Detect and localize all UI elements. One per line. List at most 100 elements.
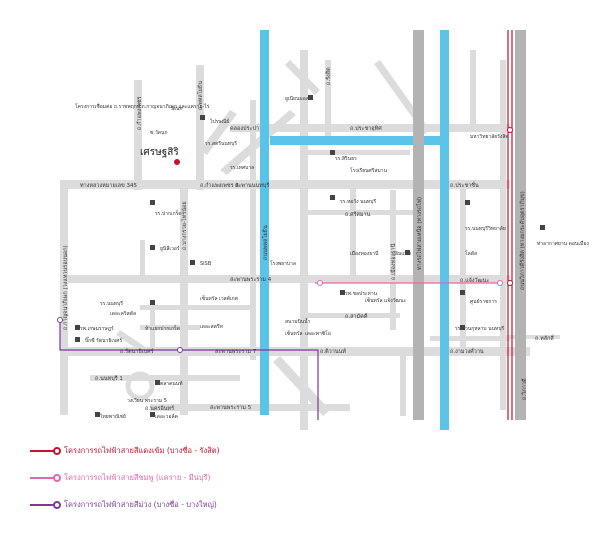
building-icon <box>460 290 465 295</box>
transit-lines <box>57 30 513 420</box>
building-icon <box>330 150 335 155</box>
school-marker <box>174 159 180 165</box>
building-icon <box>460 325 465 330</box>
legend-item-pink: โครงการรถไฟฟ้าสายสีชมพู (แคราย - มีนบุรี… <box>30 469 350 487</box>
place-p5: รร.เทศบาล <box>230 165 254 171</box>
place-p36: สนามบินน้ำ <box>285 316 311 325</box>
road-label-rama7: สะพานพระราม 7 <box>215 348 257 355</box>
place-p7: รร.ปากเกร็ด <box>155 209 182 217</box>
road-label-samakkhi: ถ.สามัคคี <box>345 313 368 320</box>
building-icon <box>200 115 205 120</box>
road-network <box>60 50 560 430</box>
road-label-phahon: ถนนพหลโยธิน <box>261 225 269 260</box>
building-icon <box>150 245 155 250</box>
road-labels: ทางหลวงหมายเลข 345 ถ.รัตนาธิเบศร์ สะพานพ… <box>62 67 554 412</box>
road-label-sanambin: ถ.กำแพงเพชร 6 <box>200 182 239 189</box>
pink-station-1 <box>317 280 323 286</box>
building-icon <box>155 380 160 385</box>
building-icon <box>465 200 470 205</box>
road-label-muang-thong: ถ.เมืองทองธานี <box>390 243 397 280</box>
building-icon <box>150 412 155 417</box>
road-label-khlong: คลองประปา <box>230 125 259 132</box>
place-p33: ไทยพาณิชย์ <box>99 413 126 420</box>
road-label-nakhon-in: ถ.นครอินทร์ <box>145 405 174 412</box>
place-p32: วงเวียน พระราม 5 <box>127 397 167 404</box>
red-station-2 <box>507 280 513 286</box>
place-p40: SISB <box>200 261 212 267</box>
place-p37: เซ็นทรัล <box>285 329 303 337</box>
road-label-chaeng-wattana-345: ทางหลวงหมายเลข 345 <box>80 183 137 189</box>
building-icon <box>340 290 345 295</box>
place-p13: โลตัส <box>465 250 477 257</box>
building-icon <box>150 200 155 205</box>
building-icon <box>75 325 80 330</box>
road-label-soi: ซ.วัดนก <box>150 130 167 136</box>
place-p8: โรงเรียนศรีสมาน <box>350 167 388 174</box>
road-label-phahon-nonth: ถ.พหลโยธิน <box>196 81 204 110</box>
road-label-si-saman: ถ.ศรีสมาน <box>345 211 371 218</box>
place-p25: เมืองทองธานี <box>350 250 379 257</box>
school-name-label: เศรษฐสิริ <box>140 147 179 158</box>
purple-station-2 <box>177 347 183 353</box>
pink-line-swatch <box>30 474 61 482</box>
road-label-bridge: สะพานนนทบุรี <box>235 182 269 189</box>
road-label-lak-si: ถ.หลักสี่ <box>535 334 554 342</box>
legend-label-pink: โครงการรถไฟฟ้าสายสีชมพู (แคราย - มีนบุรี… <box>64 473 211 482</box>
road-label-rangsit: ถ.รังสิต <box>325 67 332 85</box>
road-label-tiwanon-left: ถ.กาญจนาภิเษก (วงแหวนรอบนอก) <box>62 245 69 330</box>
road-label-rama4: สะพานพระราม 4 <box>230 276 272 283</box>
place-p10: ยูเนียนมอลล์ <box>285 95 312 102</box>
place-p28: มหาวิทยาลัยรังสิต <box>470 133 509 140</box>
building-icon <box>405 250 410 255</box>
building-icon <box>95 412 100 417</box>
building-icon <box>308 95 313 100</box>
place-p9: รร.หอวัง นนทบุรี <box>340 198 376 205</box>
place-p38: เดอะพาซิโอ <box>305 330 331 337</box>
road-label-vipha: ถ.วิภาวดี <box>521 378 528 400</box>
purple-line-swatch <box>30 501 61 509</box>
place-p27: ท่าอากาศยาน ดอนเมือง <box>537 240 589 247</box>
place-p12: รร.นนทบุรีวิทยาลัย <box>465 225 506 232</box>
place-p31: เดอะวอล์ค <box>155 413 178 420</box>
building-icon <box>330 195 335 200</box>
place-p24: อิมแพ็ค <box>395 249 411 257</box>
road-label-rama5: สะพานพระราม 5 <box>210 404 252 411</box>
place-p34: เดอะสตรีท <box>200 323 223 330</box>
legend-item-red: โครงการรถไฟฟ้าสายสีแดงเข้ม (บางซื่อ - รั… <box>30 442 350 460</box>
building-icon <box>190 260 195 265</box>
place-p2: วัดนก <box>170 106 183 112</box>
red-station-1 <box>507 127 513 133</box>
school-location: เศรษฐสิริ <box>140 147 180 165</box>
purple-line <box>59 320 319 420</box>
road-label-rattanathibet: ถ.รัตนาธิเบศร์ <box>120 348 154 355</box>
purple-station-1 <box>57 317 63 323</box>
place-p20: เซ็นทรัล แจ้งวัฒนะ <box>365 296 406 304</box>
road-label-prachachuen: ถ.ประชาชื่น <box>450 181 479 189</box>
place-p21: รพ.ชลประทาน <box>345 291 378 297</box>
red-line-swatch <box>30 447 61 455</box>
poi-icons <box>75 95 545 417</box>
place-p17: เซ็นทรัล เวสต์เกต <box>200 294 238 302</box>
road-label-phibun: ถ.ประชาอุทิศ <box>350 125 382 132</box>
legend-label-red: โครงการรถไฟฟ้าสายสีแดงเข้ม (บางซื่อ - รั… <box>64 446 220 455</box>
place-p16: ห้าแยกปากเกร็ด <box>145 324 180 332</box>
place-p11: รร.สิรินธร <box>335 155 357 162</box>
place-p14: รพ.เกษมราษฎร์ <box>80 325 114 332</box>
road-label-phra-nang: ถ.ติวานนท์ <box>320 348 346 355</box>
building-icon <box>540 225 545 230</box>
legend-item-purple: โครงการรถไฟฟ้าสายสีม่วง (บางซื่อ - บางให… <box>30 496 350 514</box>
road-label-ngamwongwan: ถ.งามวงศ์วาน <box>450 348 484 355</box>
road-label-kamphaeng: ถ.กำแพงเพชร <box>136 96 143 130</box>
road-label-vibhavadi: ถนนวิภาวดีรังสิต (ทางยกระดับอุตราภิมุข) <box>519 191 526 290</box>
canals <box>260 30 449 430</box>
road-label-bang-kruai: ถ.บางกรวย-ไทรน้อย <box>181 201 188 250</box>
place-p22: ศูนย์ราชการ <box>470 298 497 305</box>
road-label-rail: ทางรถไฟสายเหนือ (ทางรถไฟ) <box>416 197 423 270</box>
building-icon <box>150 300 155 305</box>
place-p35: ตลาดนนท์ <box>160 380 183 387</box>
road-label-nonthaburi1: ถ.นนทบุรี 1 <box>95 375 123 382</box>
place-labels: โครงการเชื่อมต่อ ถ.ราชพฤกษ์ ถ.กาญจนาภิเษ… <box>75 95 589 420</box>
road-label-chaeng-wattana: ถ.แจ้งวัฒนะ <box>460 277 489 284</box>
railway <box>413 30 526 420</box>
